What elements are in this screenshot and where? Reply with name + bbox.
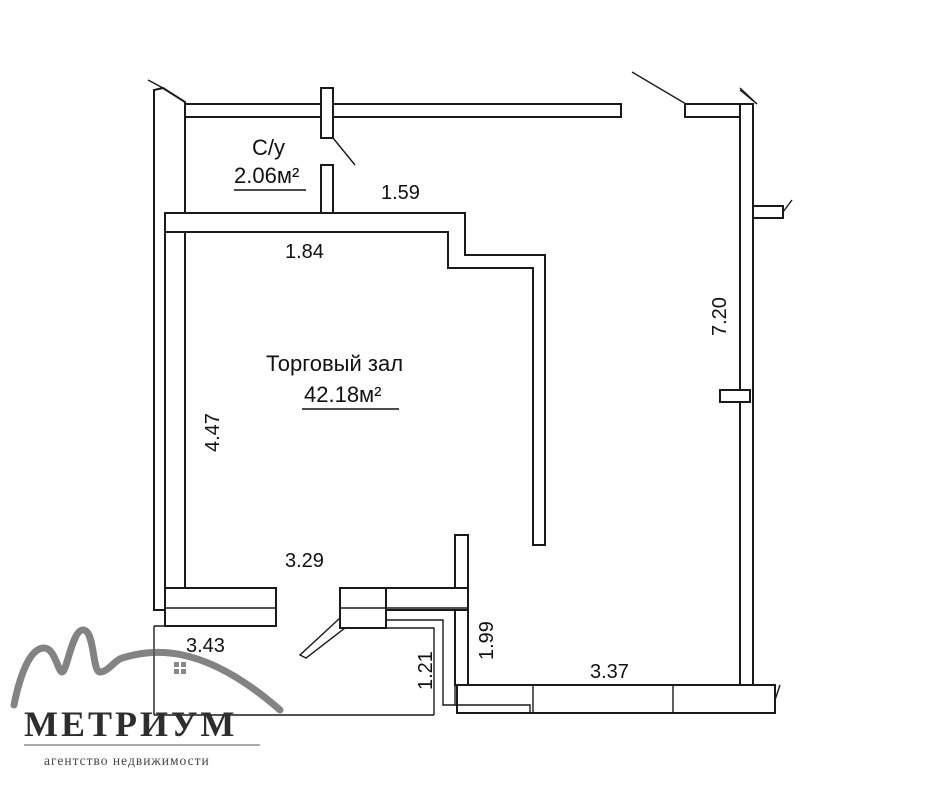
doors: [147, 71, 793, 701]
wall-bottom-left-stub: [164, 587, 277, 627]
wall-top-right: [684, 103, 743, 118]
bathroom-area: 2.06м²: [234, 163, 299, 188]
dimension-1-99: 1.99: [476, 621, 498, 660]
bathroom-name: С/у: [252, 135, 285, 160]
wall-right-stub-top: [752, 205, 784, 219]
dimension-3-29: 3.29: [285, 550, 324, 572]
logo-tagline: агентство недвижимости: [44, 753, 210, 768]
wall-bathroom-partition-top: [320, 87, 334, 139]
wall-interior-stepped: [164, 212, 546, 546]
outer-outline: [153, 625, 434, 716]
wall-top: [184, 103, 622, 118]
dimension-1-59: 1.59: [381, 182, 420, 204]
door-right-top: [739, 89, 758, 105]
wall-right-column: [719, 389, 751, 403]
door-bathroom: [332, 137, 356, 166]
dimension-7-20: 7.20: [709, 297, 731, 336]
wall-left-inner: [164, 231, 186, 589]
hall-area: 42.18м²: [304, 382, 382, 407]
dimension-1-84: 1.84: [285, 241, 324, 263]
metrium-logo: МЕТРИУМ агентство недвижимости: [10, 626, 284, 768]
logo-house-window-icon: [174, 662, 186, 674]
wall-bottom-right: [456, 684, 776, 714]
door-entrance: [298, 617, 346, 659]
walls: [153, 86, 784, 715]
dimension-3-43: 3.43: [186, 635, 225, 657]
dimension-4-47: 4.47: [202, 413, 224, 452]
dimension-3-37: 3.37: [590, 661, 629, 683]
logo-swoosh-icon: [10, 626, 284, 714]
door-bottom-right: [774, 684, 781, 701]
door-main-top: [631, 71, 687, 105]
logo-name: МЕТРИУМ: [24, 704, 237, 744]
wall-bathroom-partition-bottom: [320, 164, 334, 214]
door-right-side: [782, 199, 793, 213]
hall-name: Торговый зал: [266, 351, 403, 376]
dimension-1-21: 1.21: [415, 651, 437, 690]
